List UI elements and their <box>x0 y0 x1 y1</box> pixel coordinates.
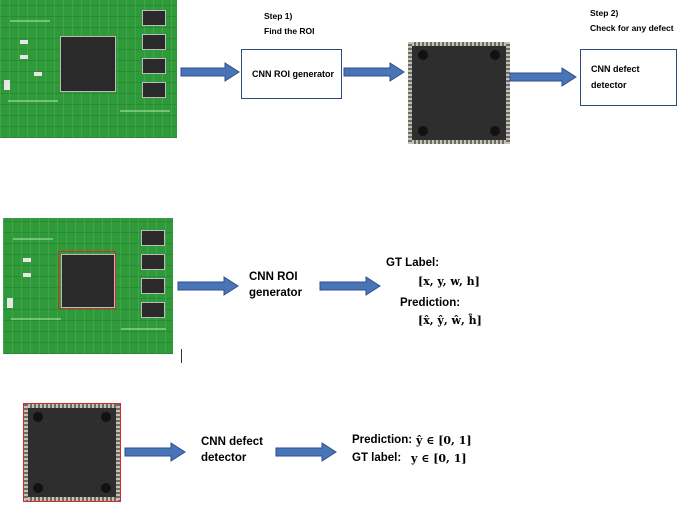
prediction-value-3: ŷ ∈ [0, 1] <box>416 434 472 447</box>
pcb-image-1 <box>0 0 177 138</box>
arrow-5 <box>319 276 381 296</box>
arrow-6 <box>124 442 186 462</box>
prediction-label-2: Prediction: <box>400 297 461 309</box>
cnn-defect-detector-box-1: CNN defect detector <box>580 49 677 106</box>
pcb-image-2 <box>3 218 173 354</box>
step1-title: Step 1) <box>264 11 293 21</box>
arrow-4 <box>177 276 239 296</box>
defect-label-line1: CNN defect <box>201 436 263 448</box>
gt-value-3: y ∈ [0, 1] <box>411 452 467 465</box>
step1-subtitle: Find the ROI <box>264 26 315 36</box>
roi-label-line1: CNN ROI <box>249 271 298 283</box>
roi-label-line2: generator <box>249 287 303 299</box>
arrow-2 <box>343 62 405 82</box>
chip-image-2 <box>23 403 121 502</box>
gt-value-2: [x, y, w, h] <box>418 275 480 288</box>
arrow-7 <box>275 442 337 462</box>
defect-box-line2: detector <box>591 80 627 90</box>
gt-label-2: GT Label: <box>386 257 440 269</box>
defect-label-line2: detector <box>201 452 247 464</box>
prediction-label-3: Prediction: <box>352 434 413 446</box>
roi-box-label: CNN ROI generator <box>252 69 335 79</box>
step2-title: Step 2) <box>590 8 619 18</box>
cnn-roi-generator-box-1: CNN ROI generator <box>241 49 342 99</box>
step2-subtitle: Check for any defect <box>590 23 674 33</box>
defect-box-line1: CNN defect <box>591 64 640 74</box>
arrow-1 <box>180 62 240 82</box>
cursor-mark <box>181 349 182 363</box>
gt-label-3: GT label: <box>352 452 402 464</box>
prediction-value-2: [x̂, ŷ, ŵ, ĥ] <box>418 314 482 327</box>
roi-bounding-box <box>58 251 116 309</box>
chip-image-1 <box>408 42 510 144</box>
arrow-3 <box>509 67 577 87</box>
